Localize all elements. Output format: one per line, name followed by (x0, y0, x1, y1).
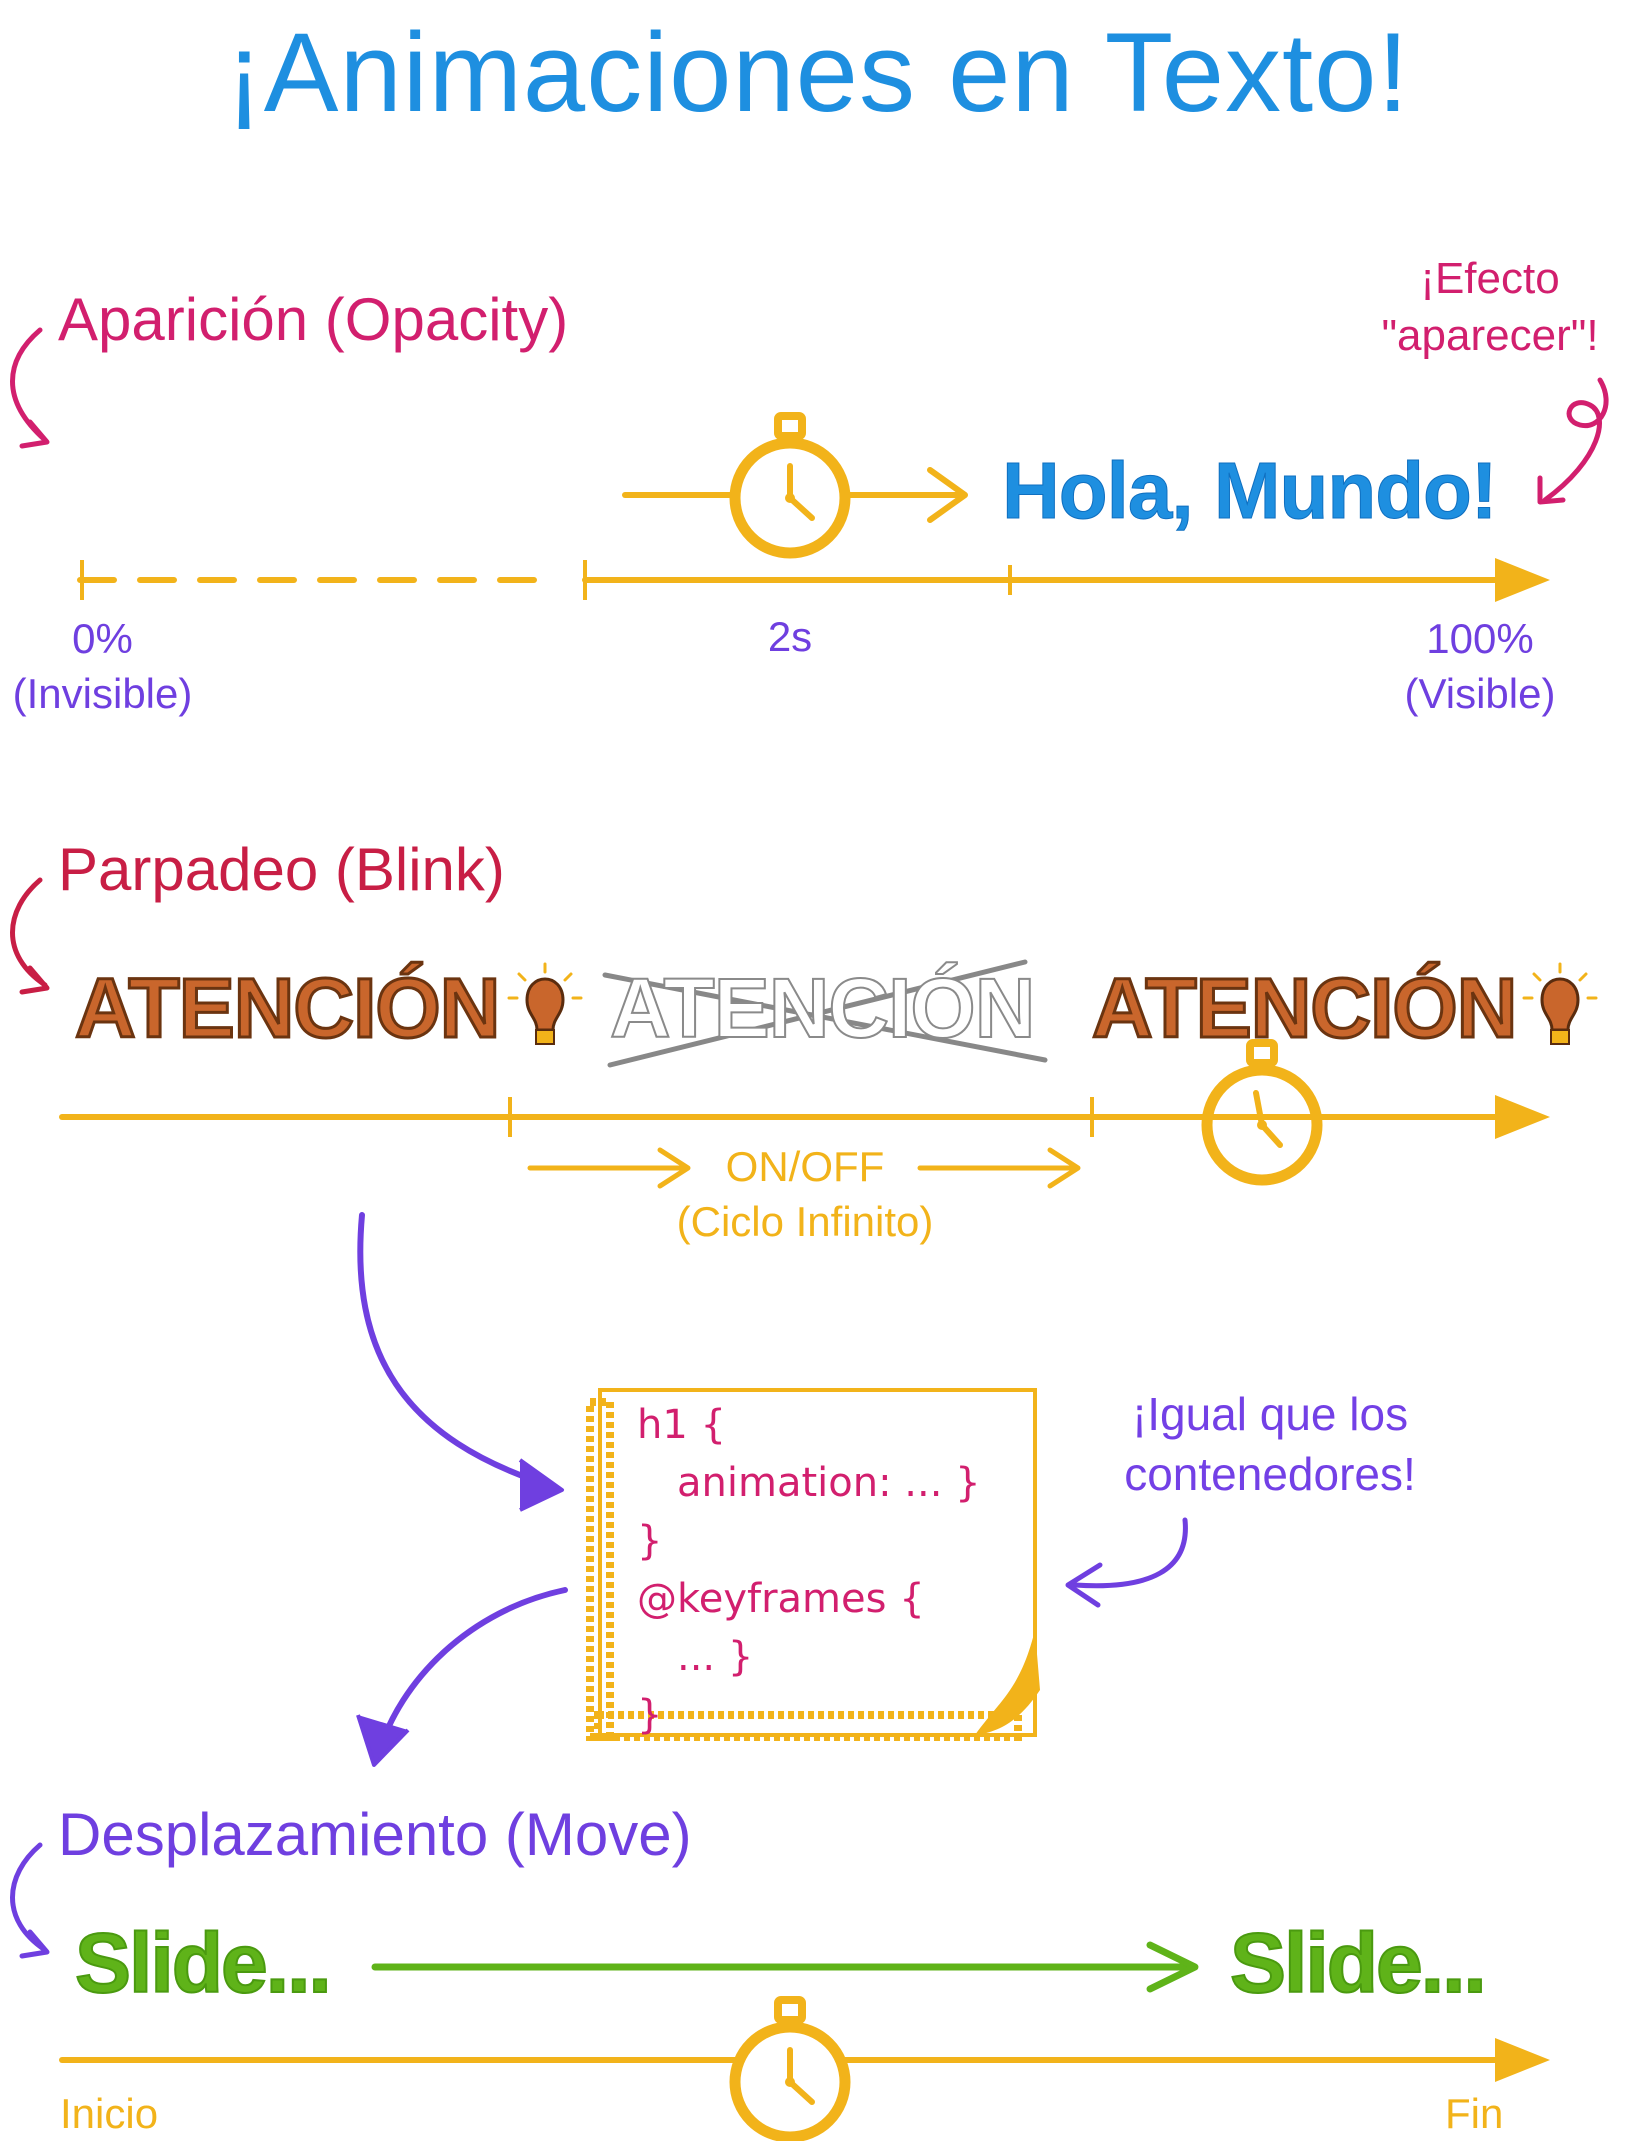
opacity-timeline (77, 558, 1550, 602)
cycle-arrows (527, 1147, 1081, 1189)
move-start-label: Inicio (60, 2090, 159, 2137)
code-line: animation: ... } (677, 1460, 981, 1506)
slide-word-start: Slide... (74, 1915, 333, 2011)
slide-arrow (371, 1941, 1199, 1993)
opacity-end-label: 100% (Visible) (1385, 612, 1575, 721)
opacity-note-line-2: "aparecer"! (1381, 311, 1599, 361)
blink-heading: Parpadeo (Blink) (58, 836, 505, 903)
move-heading: Desplazamiento (Move) (58, 1801, 692, 1868)
code-note-line-1: ¡Igual que los (1131, 1388, 1409, 1440)
opacity-note-line-1: ¡Efecto (1420, 254, 1560, 303)
opacity-start-percent: 0% (72, 615, 133, 662)
stopwatch-icon (1201, 1039, 1323, 1186)
blink-cycle-label: ON/OFF (Ciclo Infinito) (640, 1140, 970, 1249)
lightbulb-icon (507, 962, 583, 1045)
opacity-end-percent: 100% (1426, 615, 1534, 662)
blink-timeline (59, 1095, 1550, 1139)
curved-arrow-icon (357, 1212, 558, 1490)
opacity-heading: Aparición (Opacity) (58, 286, 569, 353)
blink-word-on: ATENCIÓN (1090, 960, 1518, 1057)
blink-word-on: ATENCIÓN (73, 960, 501, 1057)
code-line: } (637, 1518, 663, 1564)
code-box-frame (586, 1388, 1040, 1741)
opacity-note: ¡Efecto "aparecer"! (1360, 250, 1620, 364)
code-line: @keyframes { (637, 1576, 925, 1622)
move-end-label: Fin (1445, 2090, 1504, 2137)
code-line: } (637, 1692, 663, 1738)
timeline-arrowhead-icon (1495, 558, 1550, 602)
page-title: ¡Animaciones en Texto! (225, 10, 1410, 135)
stopwatch-icon (729, 412, 851, 559)
opacity-start-state: (Invisible) (12, 669, 193, 717)
hola-mundo-text: Hola, Mundo! (1002, 446, 1499, 536)
code-note: ¡Igual que los contenedores! (1080, 1385, 1460, 1505)
slide-word-end: Slide... (1229, 1915, 1488, 2011)
code-line: ... } (677, 1634, 754, 1680)
stopwatch-icon (729, 1996, 851, 2141)
code-note-line-2: contenedores! (1124, 1447, 1416, 1500)
blink-cycle-onoff: ON/OFF (725, 1143, 885, 1190)
opacity-start-label: 0% (Invisible) (0, 612, 205, 721)
curved-arrow-icon (1072, 1517, 1188, 1589)
lightbulb-icon (1522, 962, 1598, 1045)
curved-arrow-icon (10, 877, 48, 988)
code-snippet: h1 { animation: ... } } @keyframes { ...… (637, 1396, 981, 1744)
blink-word-off: ATENCIÓN (609, 960, 1036, 1056)
code-line: h1 { (637, 1402, 726, 1448)
opacity-duration-label: 2s (767, 613, 813, 660)
cross-out-mark (602, 959, 1048, 1068)
curved-arrow-icon (10, 1842, 48, 1953)
opacity-end-state: (Visible) (1404, 669, 1556, 717)
curly-arrow-icon (1542, 377, 1609, 503)
blink-cycle-infinite: (Ciclo Infinito) (676, 1197, 934, 1245)
opacity-arrow (622, 467, 968, 523)
